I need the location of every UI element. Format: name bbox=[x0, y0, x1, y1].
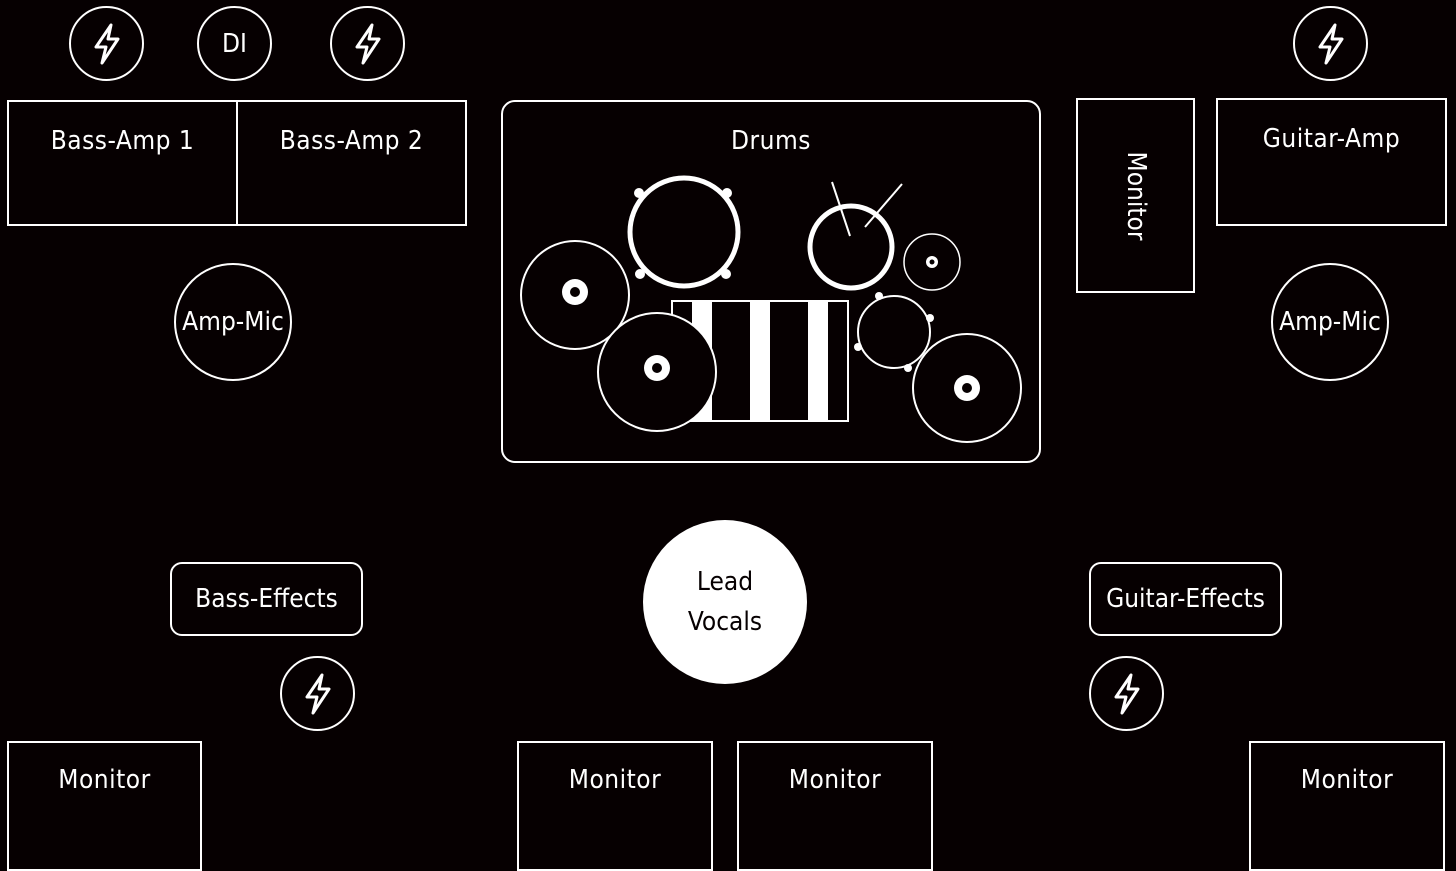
lead-vocals-mic: Lead Vocals bbox=[643, 520, 807, 684]
lead-vocals-line2: Vocals bbox=[688, 602, 762, 642]
guitar-amp: Guitar-Amp bbox=[1216, 98, 1447, 226]
bass-effects-label: Bass-Effects bbox=[195, 584, 338, 614]
rack-tom bbox=[630, 178, 738, 286]
drum-kit-icon bbox=[501, 100, 1041, 463]
guitar-effects-label: Guitar-Effects bbox=[1106, 584, 1265, 614]
amp-mic-right: Amp-Mic bbox=[1271, 263, 1389, 381]
side-monitor: Monitor bbox=[1076, 98, 1195, 293]
snare-drum bbox=[810, 182, 902, 288]
power-outlet-icon bbox=[280, 656, 355, 731]
side-monitor-label: Monitor bbox=[1121, 151, 1151, 240]
guitar-effects-board: Guitar-Effects bbox=[1089, 562, 1282, 636]
floor-monitor: Monitor bbox=[517, 741, 713, 871]
lead-vocals-line1: Lead bbox=[697, 562, 753, 602]
bass-effects-board: Bass-Effects bbox=[170, 562, 363, 636]
floor-monitor-label: Monitor bbox=[9, 765, 200, 795]
bass-amp-2-label: Bass-Amp 2 bbox=[238, 126, 465, 156]
bass-amp-1-label: Bass-Amp 1 bbox=[9, 126, 236, 156]
floor-monitor-label: Monitor bbox=[1251, 765, 1443, 795]
floor-monitor: Monitor bbox=[1249, 741, 1445, 871]
bass-amp-1: Bass-Amp 1 bbox=[7, 100, 238, 226]
floor-monitor: Monitor bbox=[7, 741, 202, 871]
power-outlet-icon bbox=[69, 6, 144, 81]
amp-mic-left: Amp-Mic bbox=[174, 263, 292, 381]
amp-mic-left-label: Amp-Mic bbox=[182, 307, 284, 337]
floor-monitor-label: Monitor bbox=[519, 765, 711, 795]
floor-monitor: Monitor bbox=[737, 741, 933, 871]
power-outlet-icon bbox=[1293, 6, 1368, 81]
power-outlet-icon bbox=[1089, 656, 1164, 731]
bass-amp-2: Bass-Amp 2 bbox=[236, 100, 467, 226]
di-label: DI bbox=[222, 29, 247, 59]
amp-mic-right-label: Amp-Mic bbox=[1279, 307, 1381, 337]
guitar-amp-label: Guitar-Amp bbox=[1218, 124, 1445, 154]
power-outlet-icon bbox=[330, 6, 405, 81]
crash-cymbal bbox=[598, 313, 716, 431]
di-box: DI bbox=[197, 6, 272, 81]
floor-monitor-label: Monitor bbox=[739, 765, 931, 795]
ride-cymbal bbox=[913, 334, 1021, 442]
splash-cymbal bbox=[904, 234, 960, 290]
